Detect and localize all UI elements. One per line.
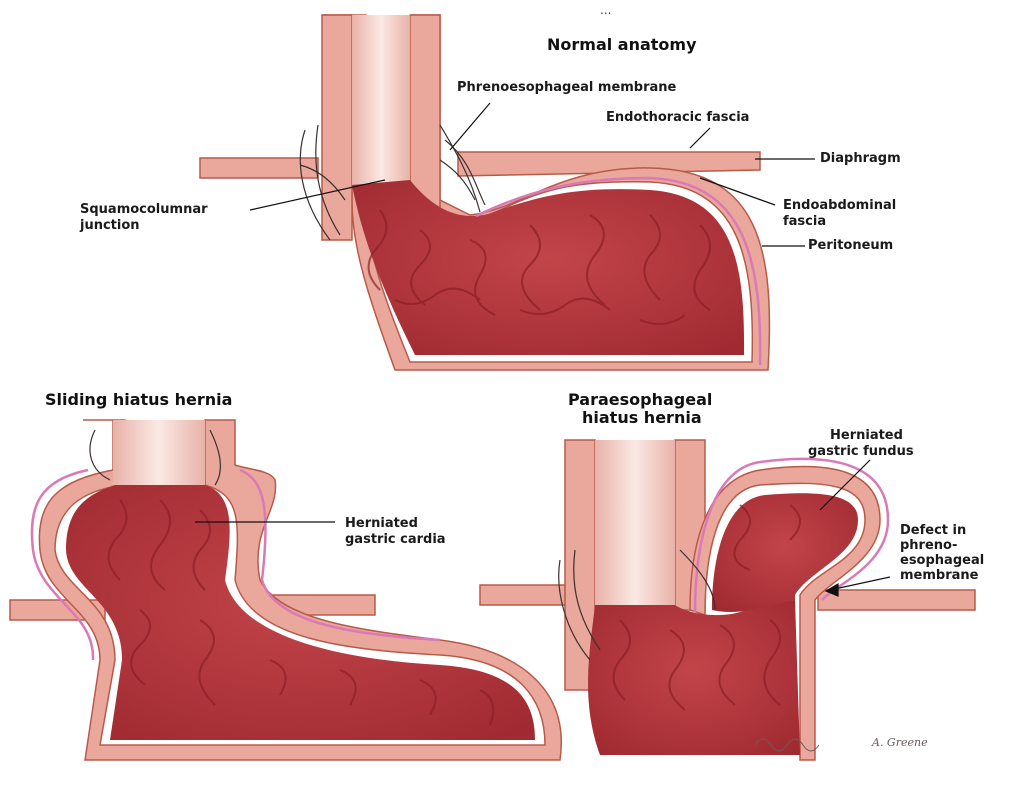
normal-anatomy-title: Normal anatomy [547, 35, 697, 54]
label-endothoracic-fascia: Endothoracic fascia [606, 110, 749, 126]
label-squamocolumnar-line1: Squamocolumnar [80, 202, 208, 218]
esophagus-wall-left [322, 15, 352, 240]
label-diaphragm: Diaphragm [820, 151, 901, 167]
paraesophageal-title-line2: hiatus hernia [582, 408, 702, 427]
label-defect-line4: membrane [900, 568, 978, 584]
label-defect-line3: esophageal [900, 553, 984, 569]
sliding-esophagus-lumen [113, 420, 205, 485]
sliding-hernia-panel [10, 420, 561, 760]
top-cropped-note: ... [600, 2, 611, 18]
para-esophagus-lumen [595, 440, 675, 605]
stomach-mucosa [352, 180, 744, 355]
label-defect-line2: phreno- [900, 538, 957, 554]
label-peritoneum: Peritoneum [808, 238, 893, 254]
esophagus-lumen [352, 15, 410, 185]
para-stomach-mucosa [588, 600, 800, 755]
para-diaphragm-right [818, 590, 975, 610]
esophagus-wall-right [410, 15, 440, 210]
label-squamocolumnar-line2: junction [80, 218, 140, 234]
label-endoabdominal-line1: Endoabdominal [783, 198, 896, 214]
normal-anatomy-panel [200, 15, 815, 370]
label-herniated-cardia-line2: gastric cardia [345, 532, 446, 548]
paraesophageal-title-line1: Paraesophageal [568, 390, 712, 409]
sliding-hernia-title: Sliding hiatus hernia [45, 390, 232, 409]
label-herniated-fundus-line1: Herniated [830, 428, 903, 444]
artist-signature: A. Greene [872, 735, 928, 751]
label-phrenoesophageal-membrane: Phrenoesophageal membrane [457, 80, 676, 96]
label-herniated-cardia-line1: Herniated [345, 516, 418, 532]
label-defect-line1: Defect in [900, 523, 966, 539]
label-herniated-fundus-line2: gastric fundus [808, 444, 914, 460]
label-endoabdominal-line2: fascia [783, 214, 826, 230]
